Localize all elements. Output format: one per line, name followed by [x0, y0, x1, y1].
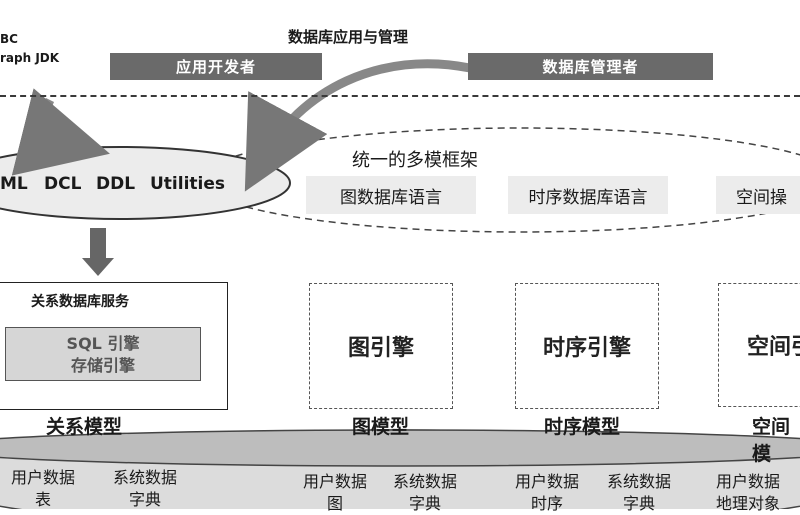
bottom-item-timeseries-user: 用户数据时序 — [514, 472, 579, 513]
bottom-item-timeseries-system: 系统数据字典 — [606, 472, 671, 513]
spatial-engine-box: 空间引 — [718, 283, 800, 407]
relational-model-label: 关系模型 — [46, 416, 123, 438]
layer-divider — [0, 95, 800, 97]
bottom-item-relational-system: 系统数据字典 — [112, 468, 177, 509]
bottom-item-graph-user: 用户数据图 — [302, 472, 367, 513]
sql-engine-label: SQL 引擎 — [66, 334, 140, 353]
graph-language-label: 图数据库语言 — [306, 176, 476, 214]
storage-engine-label: 存储引擎 — [70, 356, 135, 375]
graph-model-label: 图模型 — [352, 416, 410, 438]
bottom-item-relational-user: 用户数据表 — [10, 468, 75, 509]
down-arrow-shaft — [90, 228, 106, 260]
sql-part-dcl: DCL — [44, 174, 82, 194]
app-header: 数据库应用与管理 — [288, 28, 409, 46]
top-left-label-1: BC — [0, 32, 18, 46]
developer-arrow — [11, 88, 110, 176]
framework-title: 统一的多模框架 — [352, 150, 478, 171]
relational-engine-box: SQL 引擎 存储引擎 — [5, 327, 201, 381]
dba-role-bar: 数据库管理者 — [468, 53, 713, 80]
bottom-item-spatial-user: 用户数据地理对象 — [715, 472, 780, 513]
sql-part-ddl: DDL — [96, 174, 136, 194]
bottom-item-graph-system: 系统数据字典 — [392, 472, 457, 513]
relational-service-box: 关系数据库服务 SQL 引擎 存储引擎 — [0, 282, 228, 410]
timeseries-engine-box: 时序引擎 — [515, 283, 659, 409]
graph-engine-box: 图引擎 — [309, 283, 453, 409]
timeseries-model-label: 时序模型 — [544, 416, 621, 438]
spatial-model-label: 空间模 — [752, 416, 791, 465]
down-arrow-head — [82, 258, 114, 276]
sql-part-ml: ML — [0, 174, 28, 194]
storage-ellipse-top — [0, 429, 800, 467]
developer-role-bar: 应用开发者 — [110, 53, 322, 80]
top-left-label-2: raph JDK — [0, 51, 60, 65]
relational-service-title: 关系数据库服务 — [31, 294, 129, 310]
dba-arrow — [244, 59, 471, 192]
sql-part-utilities: Utilities — [150, 174, 226, 194]
spatial-language-label: 空间操 — [716, 176, 800, 214]
timeseries-language-label: 时序数据库语言 — [508, 176, 668, 214]
